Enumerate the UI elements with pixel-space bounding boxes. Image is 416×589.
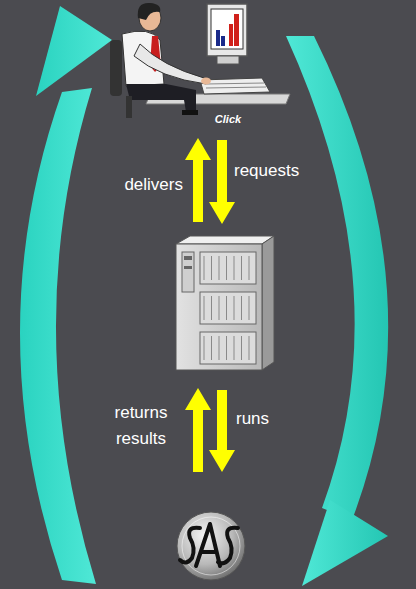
- requests-arrow: [209, 140, 235, 224]
- server-symbol: [176, 236, 274, 370]
- user-clipart: [110, 3, 290, 118]
- cycle-arrow-right: [286, 36, 388, 586]
- flow-label: delivers: [92, 174, 183, 196]
- runs-arrow: [209, 390, 235, 472]
- flow-label: runs: [236, 408, 316, 430]
- flow-label: requests: [234, 160, 344, 182]
- delivers-arrow: [185, 138, 211, 222]
- flow-label: returns results: [96, 400, 186, 452]
- returns-arrow: [185, 388, 211, 472]
- cycle-arrow-left: [20, 6, 112, 584]
- sas-logo: [177, 512, 245, 580]
- click-caption: Click: [206, 112, 250, 126]
